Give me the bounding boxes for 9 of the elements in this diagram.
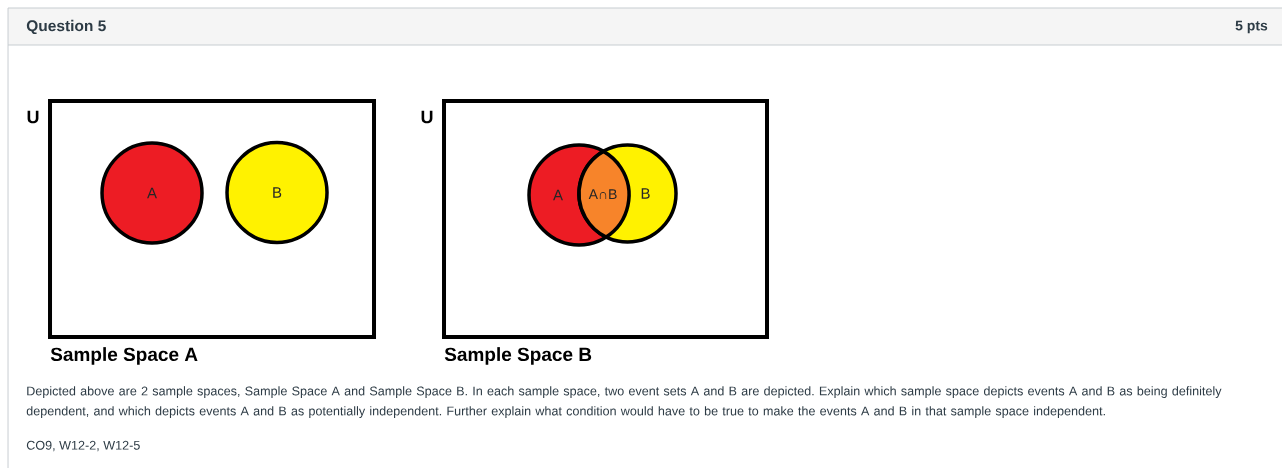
points-label: 5 pts <box>1235 20 1268 34</box>
outcome-codes: CO9, W12-2, W12-5 <box>26 440 140 452</box>
question-title: Question 5 <box>26 19 106 35</box>
universe-label: U <box>27 110 39 124</box>
universe-label: U <box>421 110 433 124</box>
box-label: Sample Space B <box>444 347 592 365</box>
question-text: Depicted above are 2 sample spaces, Sample Space A and Sample Space B. In each sample space, two event sets A and B are depicted. Explain which sample space depicts events A and B as being definitely dependent, and which depicts events A and B as potentially independent. Further explain what condition would have to be true to make the events A and B in that sample space independent. <box>26 386 1222 418</box>
box-label: Sample Space A <box>50 347 198 365</box>
intersection-region: A∩B <box>577 149 631 239</box>
